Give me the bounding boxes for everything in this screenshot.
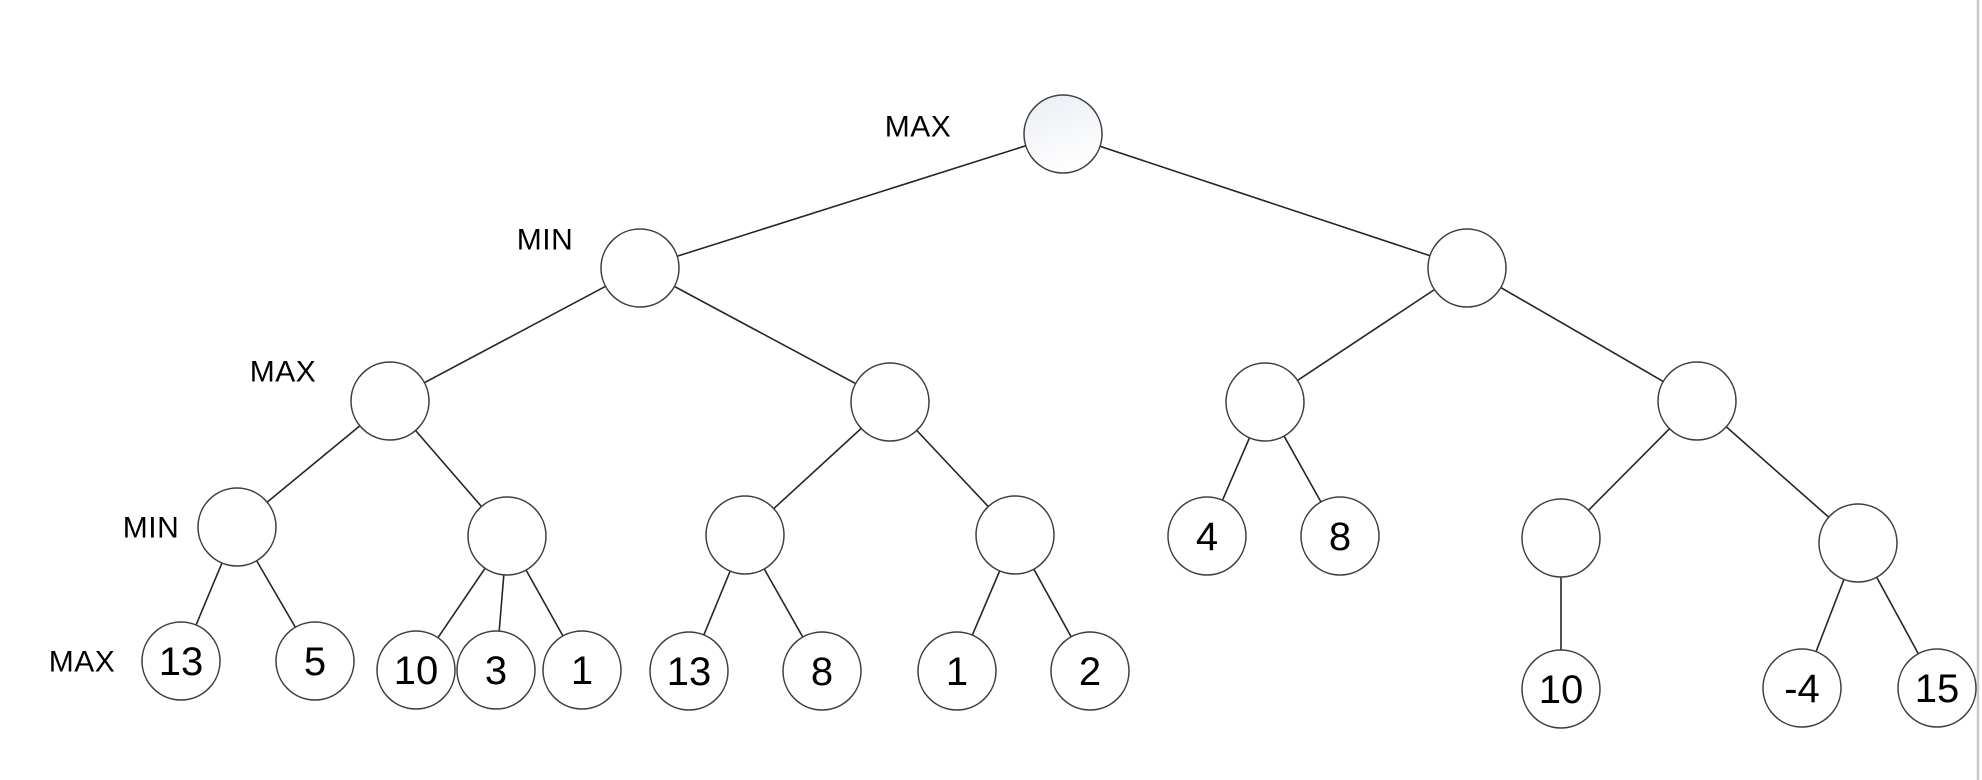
tree-node-l9: [1050, 631, 1130, 711]
tree-node-value-l5: 1: [571, 649, 593, 693]
tree-node-RL1: [1167, 496, 1247, 576]
tree-node-LRL: [705, 495, 785, 575]
tree-node-LLL: [197, 487, 277, 567]
tree-node-root: [1023, 94, 1103, 174]
tree-node-value-l9: 2: [1079, 650, 1101, 694]
tree-node-LR: [850, 362, 930, 442]
tree-edge-L-LR: [639, 267, 891, 403]
level-label-4-max: MAX: [49, 646, 116, 679]
tree-node-value-RL1: 4: [1196, 515, 1218, 559]
tree-node-l7: [782, 631, 862, 711]
tree-node-l6: [649, 631, 729, 711]
tree-node-value-l12: 15: [1915, 667, 1960, 711]
tree-node-RRL: [1521, 498, 1601, 578]
tree-node-value-l10: 10: [1539, 668, 1584, 712]
tree-node-l8: [917, 631, 997, 711]
tree-node-l3: [376, 630, 456, 710]
tree-node-value-RL2: 8: [1329, 515, 1351, 559]
tree-edge-L-LL: [389, 267, 641, 402]
tree-node-l5: [542, 630, 622, 710]
tree-node-value-l3: 10: [394, 649, 439, 693]
tree-node-l11: [1762, 648, 1842, 728]
tree-node-R: [1427, 228, 1507, 308]
tree-node-RR: [1657, 361, 1737, 441]
level-label-2-max: MAX: [250, 356, 317, 389]
tree-node-LL: [350, 361, 430, 441]
level-label-3-min: MIN: [123, 512, 180, 545]
tree-node-l10: [1521, 649, 1601, 729]
tree-node-value-l1: 13: [159, 640, 204, 684]
tree-node-value-l6: 13: [667, 650, 712, 694]
tree-node-l4: [456, 630, 536, 710]
tree-edge-root-R: [1062, 133, 1468, 269]
tree-edge-R-RL: [1264, 267, 1468, 403]
tree-node-value-l2: 5: [304, 640, 326, 684]
tree-node-RRR: [1818, 503, 1898, 583]
tree-node-value-l4: 3: [485, 649, 507, 693]
tree-node-RL: [1225, 362, 1305, 442]
tree-edge-R-RR: [1466, 267, 1698, 402]
tree-edge-root-L: [639, 133, 1064, 269]
tree-node-RL2: [1300, 496, 1380, 576]
tree-node-L: [600, 228, 680, 308]
level-label-0-max: MAX: [885, 111, 952, 144]
level-label-1-min: MIN: [517, 224, 574, 257]
tree-node-value-l7: 8: [811, 650, 833, 694]
tree-node-l12: [1897, 648, 1977, 728]
tree-node-l2: [275, 621, 355, 701]
tree-node-LLR: [467, 496, 547, 576]
tree-node-value-l11: -4: [1784, 667, 1820, 711]
tree-node-l1: [141, 621, 221, 701]
tree-node-LRR: [975, 495, 1055, 575]
tree-node-value-l8: 1: [946, 650, 968, 694]
